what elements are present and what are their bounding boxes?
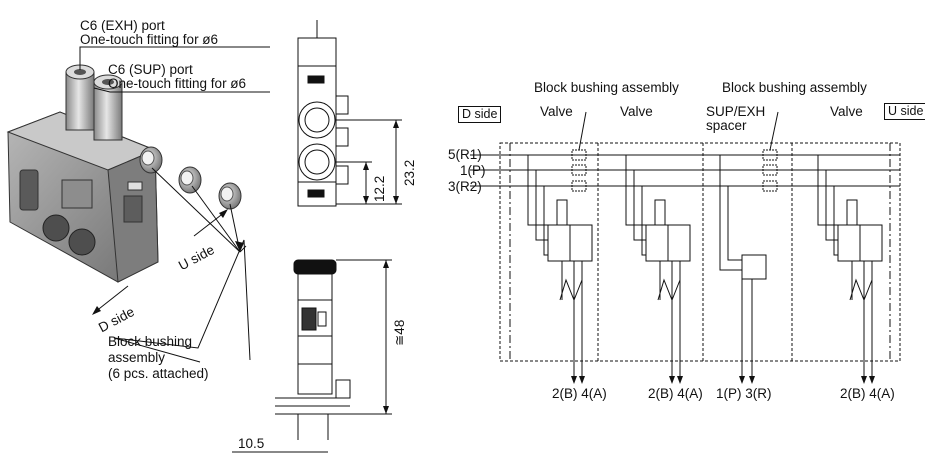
spacer-label-line2: spacer [706, 118, 747, 133]
circuit-diagram [470, 111, 901, 362]
bushing-label-line1: Block bushing [108, 334, 193, 349]
output-label-1: 2(B) 4(A) [552, 386, 607, 401]
u-side-box: U side [884, 103, 925, 120]
bushing-label-line2: assembly [108, 350, 166, 365]
valve-symbol-1 [527, 155, 593, 380]
valve-label-3: Valve [830, 104, 863, 119]
exh-fitting [65, 64, 95, 131]
valve-label-2: Valve [620, 104, 653, 119]
bushing-label-line3: (6 pcs. attached) [108, 366, 209, 381]
dimension-12-2: 12.2 [372, 175, 387, 202]
valve-symbol-3 [817, 155, 883, 380]
valve-symbol-2 [625, 155, 691, 380]
bushing-cap-3 [218, 182, 242, 210]
bushing-cap-1 [139, 146, 163, 174]
output-label-4: 2(B) 4(A) [840, 386, 895, 401]
dimension-23-2: 23.2 [402, 159, 417, 186]
d-side-box: D side [458, 106, 502, 123]
bushing-label-right: Block bushing assembly [722, 80, 867, 95]
exh-port-desc: One-touch fitting for ø6 [80, 32, 219, 47]
spacer-label-line1: SUP/EXH [706, 104, 766, 119]
port-label-p: 1(P) [460, 163, 486, 178]
port-label-r1: 5(R1) [448, 147, 482, 162]
bushing-label-left: Block bushing assembly [534, 80, 679, 95]
dimension-48: ≅48 [392, 319, 407, 346]
dimension-10-5: 10.5 [238, 436, 265, 451]
side-view [232, 259, 392, 453]
manifold-3d-view [6, 46, 270, 363]
exh-port-title: C6 (EXH) port [80, 18, 165, 33]
top-view [297, 20, 402, 207]
output-label-3: 1(P) 3(R) [716, 386, 772, 401]
output-label-2: 2(B) 4(A) [648, 386, 703, 401]
sup-port-desc: One-touch fitting for ø6 [108, 76, 247, 91]
port-label-r2: 3(R2) [448, 179, 482, 194]
spacer-symbol [719, 155, 767, 380]
bushing-cap-2 [178, 166, 202, 194]
sup-port-title: C6 (SUP) port [108, 62, 193, 77]
valve-label-1: Valve [540, 104, 573, 119]
output-arrows [571, 376, 875, 384]
